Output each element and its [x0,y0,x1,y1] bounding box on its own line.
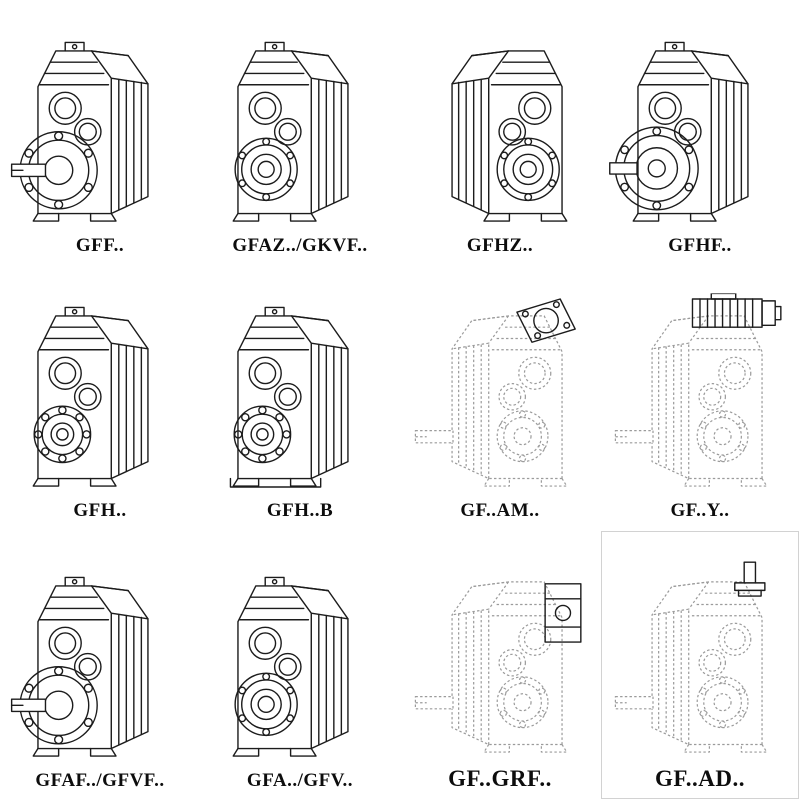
gearbox-foot-mounted-b-icon [230,307,348,487]
model-label: GFHZ.. [466,235,534,256]
gearbox-drawing [206,23,394,233]
gearbox-foot-mounted-icon [33,307,148,486]
gearbox-flange-output-icon [610,42,748,221]
gearbox-flange-output-icon [12,577,148,756]
gearbox-hollow-shaft-icon [233,42,348,221]
model-label: GFF.. [75,235,125,256]
catalog-cell: GF..AD.. [600,530,800,800]
gearbox-drawing [6,558,194,768]
gearbox-drawing [206,288,394,498]
model-label: GFH.. [73,500,127,521]
model-label: GFHF.. [668,235,732,256]
catalog-cell: GFH..B [200,265,400,530]
gearbox-drawing [406,288,594,498]
gearbox-drawing [6,288,194,498]
model-label: GF..AD.. [654,766,746,791]
model-label: GFA../GFV.. [246,770,354,791]
catalog-cell: GF..GRF.. [400,530,600,800]
catalog-cell: GFHF.. [600,0,800,265]
gearbox-ad-input-icon [615,562,766,752]
gearbox-drawing [406,23,594,233]
model-label: GFAZ../GKVF.. [232,235,368,256]
gearbox-drawing [206,558,394,768]
catalog-cell: GFH.. [0,265,200,530]
catalog-cell: GFAF../GFVF.. [0,530,200,800]
gearbox-drawing [606,554,794,764]
catalog-cell: GFAZ../GKVF.. [200,0,400,265]
model-label: GF..GRF.. [448,766,552,791]
gearbox-drawing [606,23,794,233]
gearbox-drawing [406,554,594,764]
gearbox-grf-adapter-icon [415,582,580,752]
catalog-cell: GF..AM.. [400,265,600,530]
gearbox-hollow-shaft-icon [452,51,567,221]
gearbox-hollow-shaft-icon [233,577,348,756]
model-label: GFAF../GFVF.. [35,770,165,791]
model-label: GF..Y.. [670,500,730,521]
model-label: GFH..B [266,500,334,521]
gearbox-flange-output-icon [12,42,148,221]
catalog-cell: GFHZ.. [400,0,600,265]
gearbox-drawing [606,288,794,498]
catalog-cell: GF..Y.. [600,265,800,530]
gearbox-with-motor-icon [615,293,780,486]
catalog-cell: GFF.. [0,0,200,265]
gearbox-motor-adapter-am-icon [415,299,575,486]
gearbox-drawing [6,23,194,233]
catalog-cell: GFA../GFV.. [200,530,400,800]
model-label: GF..AM.. [460,500,540,521]
